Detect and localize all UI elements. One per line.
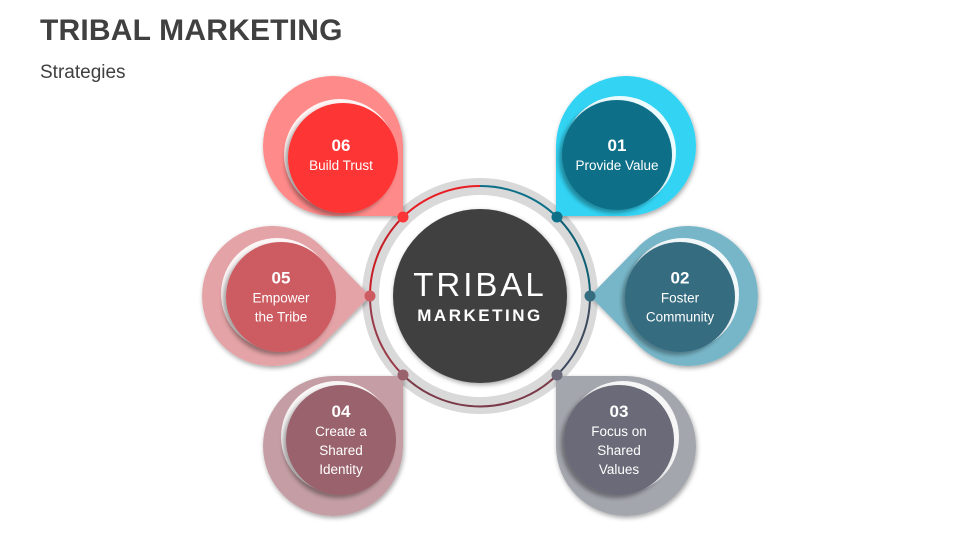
center-title: TRIBAL — [413, 266, 547, 303]
step-05-label: 05 Empower the Tribe — [243, 268, 319, 327]
dot-06 — [397, 211, 409, 223]
step-05-number: 05 — [271, 268, 291, 288]
step-03-text: Focus on Shared Values — [591, 424, 647, 477]
page-subtitle: Strategies — [40, 62, 126, 83]
step-06-label: 06 Build Trust — [286, 135, 396, 175]
step-04-label: 04 Create a Shared Identity — [305, 401, 377, 479]
step-03-number: 03 — [609, 402, 629, 421]
step-01-number: 01 — [607, 136, 627, 155]
pin-02-foster-community — [590, 225, 758, 366]
step-06-text: Build Trust — [309, 158, 373, 173]
step-05-text: Empower the Tribe — [252, 290, 310, 325]
dot-03 — [551, 369, 563, 381]
pin-06-inner — [288, 103, 398, 213]
pin-05-empower-the-tribe — [202, 225, 370, 366]
pin-02-inner — [625, 242, 735, 352]
pin-04-create-shared-identity — [263, 376, 403, 516]
step-06-number: 06 — [331, 136, 351, 155]
step-03-label: 03 Focus on Shared Values — [583, 401, 655, 479]
step-04-text: Create a Shared Identity — [315, 424, 367, 477]
dot-04 — [397, 369, 409, 381]
dot-01 — [551, 211, 563, 223]
ring-arcs — [368, 184, 592, 408]
center-subtitle: MARKETING — [417, 306, 543, 325]
pin-05-inner — [226, 242, 336, 352]
pin-03-focus-shared-values — [556, 376, 696, 516]
pin-03-inner — [564, 385, 674, 495]
pin-04-inner — [286, 385, 396, 495]
step-01-label: 01 Provide Value — [562, 135, 672, 175]
step-04-number: 04 — [331, 402, 351, 421]
step-02-number: 02 — [670, 268, 690, 288]
dot-02 — [584, 290, 596, 302]
step-02-text: Foster Community — [645, 290, 715, 325]
dot-05 — [364, 290, 376, 302]
page-title: TRIBAL MARKETING — [40, 14, 343, 47]
pin-06-build-trust — [263, 76, 403, 216]
pin-01-provide-value — [556, 76, 696, 216]
step-01-text: Provide Value — [575, 158, 659, 173]
pin-01-inner — [562, 100, 672, 210]
step-02-label: 02 Foster Community — [635, 268, 725, 327]
center-circle — [393, 209, 567, 383]
center-label: TRIBAL MARKETING — [390, 266, 570, 328]
